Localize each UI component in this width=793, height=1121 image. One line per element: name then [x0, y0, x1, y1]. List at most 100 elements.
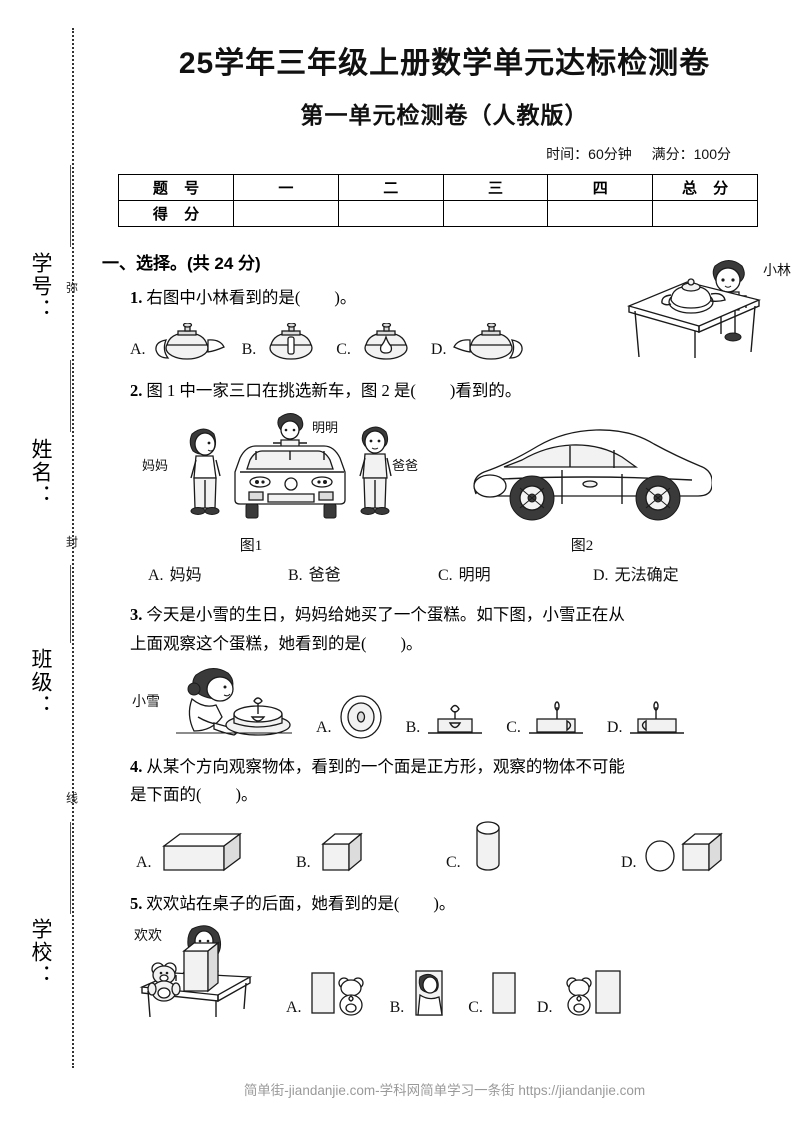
- car-side-view-illustration: [473, 429, 712, 521]
- exam-page: 25学年三年级上册数学单元达标检测卷 第一单元检测卷（人教版） 时间：60分钟 …: [96, 0, 793, 1121]
- question-2-caption-2: 图2: [570, 537, 594, 554]
- question-1-option-a[interactable]: A.: [130, 322, 226, 361]
- option-label: C.: [438, 566, 453, 584]
- question-4-option-a[interactable]: A.: [136, 826, 296, 874]
- score-cell-3[interactable]: [442, 200, 549, 227]
- question-3: 3.今天是小雪的生日，妈妈给她买了一个蛋糕。如下图，小雪正在从 上面观察这个蛋糕…: [96, 601, 793, 739]
- question-5: 5.欢欢站在桌子的后面，她看到的是( )。 欢欢: [96, 890, 793, 1019]
- option-label: A.: [286, 999, 302, 1017]
- teapot-handle-left-spout-right-icon: [154, 322, 225, 360]
- score-cell-1[interactable]: [233, 200, 339, 227]
- question-2-option-a[interactable]: A. 妈妈: [148, 561, 288, 587]
- page-subtitle: 第一单元检测卷（人教版）: [300, 102, 589, 128]
- score-cell-total[interactable]: [652, 200, 758, 227]
- score-table-col-3: 三: [442, 174, 549, 201]
- option-label: C.: [468, 999, 483, 1017]
- section-heading-choice: 一、选择。(共 24 分): [102, 254, 261, 273]
- question-3-number: 3.: [130, 604, 143, 624]
- seal-sidebar: 学号： 姓名： 班级： 学校： 弥 封 线: [0, 0, 96, 1121]
- question-1-option-d[interactable]: D.: [431, 322, 527, 361]
- question-5-option-a[interactable]: A.: [286, 965, 372, 1019]
- question-2-option-c[interactable]: C. 明明: [438, 561, 593, 587]
- option-label: C.: [506, 718, 521, 736]
- seal-word-mi: 弥: [65, 281, 78, 295]
- question-3-option-a[interactable]: A.: [316, 693, 384, 739]
- score-table-col-4: 四: [547, 174, 654, 201]
- question-2-figures: 妈妈: [136, 410, 793, 555]
- table-row-scores: 得 分: [118, 200, 758, 227]
- cake-side-view-right-icon: [528, 700, 583, 734]
- score-table-col-1: 一: [233, 174, 339, 201]
- question-3-figure-label: 小雪: [132, 694, 160, 710]
- question-5-text: 5.欢欢站在桌子的后面，她看到的是( )。: [130, 890, 793, 919]
- svg-text:明明: 明明: [312, 420, 338, 435]
- option-label: A.: [130, 340, 146, 358]
- option-text: 妈妈: [169, 566, 202, 584]
- score-cell-4[interactable]: [547, 200, 654, 227]
- question-5-number: 5.: [130, 894, 143, 914]
- score-table-row-label-score: 得 分: [118, 200, 234, 227]
- question-4-options: A. B. C.: [136, 818, 793, 874]
- question-5-figure-label: 欢欢: [134, 929, 162, 945]
- sidebar-divider-4: [70, 822, 71, 914]
- option-label: B.: [389, 999, 405, 1017]
- cube-icon: [320, 832, 363, 872]
- seal-dotted-line: [72, 28, 74, 1068]
- option-label: D.: [606, 718, 623, 736]
- question-1: 1.右图中小林看到的是()。: [96, 260, 793, 361]
- bear-left-box-right-icon: [566, 970, 622, 1016]
- total-score-label: 满分：100分: [651, 146, 731, 162]
- question-5-options: A. B.: [286, 965, 622, 1019]
- question-4-option-d[interactable]: D.: [621, 826, 729, 874]
- option-text: 爸爸: [308, 566, 341, 584]
- question-3-option-c[interactable]: C.: [506, 697, 585, 739]
- question-3-line-1: 今天是小雪的生日，妈妈给她买了一个蛋糕。如下图，小雪正在从: [146, 604, 625, 624]
- question-5-option-b[interactable]: B.: [390, 965, 451, 1019]
- svg-text:妈妈: 妈妈: [142, 458, 168, 473]
- girl-behind-box-icon: [415, 970, 444, 1016]
- question-1-figure: [599, 254, 793, 359]
- question-4: 4.从某个方向观察物体，看到的一个面是正方形，观察的物体不可能 是下面的()。 …: [96, 753, 793, 875]
- question-4-line-2: 是下面的(: [130, 785, 202, 805]
- score-table-col-2: 二: [337, 174, 444, 201]
- box-only-icon: [492, 972, 516, 1014]
- score-table: 题 号 一 二 三 四 总 分 得 分: [118, 174, 758, 227]
- footer-watermark: 简单街-jiandanjie.com-学科网简单学习一条街 https://ji…: [243, 1083, 646, 1098]
- question-5-prompt: 欢欢站在桌子的后面，她看到的是(: [146, 894, 400, 914]
- question-3-line-2: 上面观察这个蛋糕，她看到的是(: [130, 633, 367, 653]
- question-2-figure-1: 妈妈: [136, 410, 426, 555]
- question-4-suffix: )。: [235, 785, 258, 805]
- score-cell-2[interactable]: [337, 200, 444, 227]
- cake-side-view-left-icon: [630, 700, 685, 734]
- cake-front-view-heart-icon: [428, 704, 483, 734]
- family-choosing-car-front-illustration: 妈妈: [142, 412, 418, 519]
- question-5-suffix: )。: [433, 894, 456, 914]
- girl-observing-cake-illustration: [176, 667, 292, 736]
- rectangular-prism-icon: [161, 832, 242, 872]
- question-3-option-d[interactable]: D.: [607, 697, 687, 739]
- question-1-option-c[interactable]: C.: [336, 322, 415, 361]
- question-1-text: 1.右图中小林看到的是()。: [130, 284, 793, 313]
- question-1-options: A. B.: [130, 322, 793, 361]
- question-2-number: 2.: [130, 380, 143, 400]
- option-label: A.: [148, 566, 164, 584]
- question-3-option-b[interactable]: B.: [406, 697, 485, 739]
- question-4-option-b[interactable]: B.: [296, 826, 446, 874]
- question-5-option-c[interactable]: C.: [468, 965, 519, 1019]
- question-4-text-line-2: 是下面的( )。: [130, 781, 793, 810]
- question-2-option-b[interactable]: B. 爸爸: [288, 561, 438, 587]
- question-5-option-d[interactable]: D.: [537, 965, 623, 1019]
- box-left-bear-right-icon: [310, 972, 364, 1016]
- question-4-option-c[interactable]: C.: [446, 818, 621, 874]
- option-label: D.: [593, 566, 609, 584]
- option-label: B.: [405, 718, 421, 736]
- score-table-col-total: 总 分: [652, 174, 758, 201]
- question-1-option-b[interactable]: B.: [241, 322, 321, 361]
- option-label: D.: [536, 999, 553, 1017]
- option-label: B.: [241, 340, 257, 358]
- question-2-option-d[interactable]: D. 无法确定: [593, 561, 679, 587]
- option-label: C.: [336, 340, 351, 358]
- question-2-options: A. 妈妈 B. 爸爸 C. 明明 D. 无法确定: [148, 561, 793, 587]
- option-label: B.: [296, 854, 311, 872]
- seal-word-xian: 线: [65, 791, 78, 805]
